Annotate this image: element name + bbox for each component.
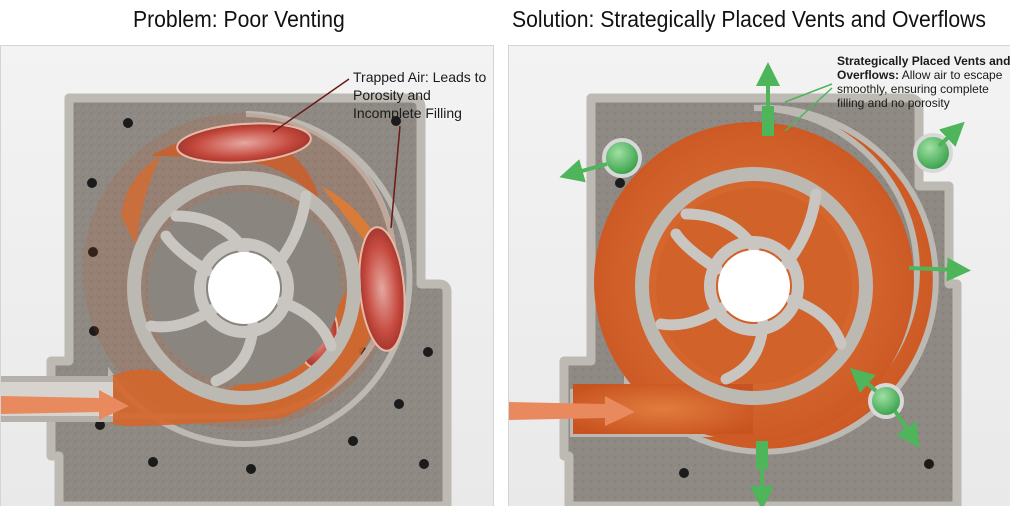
problem-mold-diagram <box>1 78 452 506</box>
inlet-flow-arrow <box>509 396 635 426</box>
trapped-air-callout: Trapped Air: Leads to Porosity and Incom… <box>353 69 487 121</box>
vents-callout-heading: Strategically Placed Vents and Overflows… <box>837 54 1010 82</box>
vent-arrows <box>559 62 971 506</box>
problem-title: Problem: Poor Venting <box>133 6 345 32</box>
solution-panel: Strategically Placed Vents and Overflows… <box>508 45 1010 506</box>
center-bore <box>208 252 280 324</box>
solution-mold-diagram <box>509 62 971 506</box>
problem-panel: Trapped Air: Leads to Porosity and Incom… <box>0 45 494 506</box>
air-pocket-top <box>176 122 312 164</box>
solution-title: Solution: Strategically Placed Vents and… <box>512 6 987 32</box>
center-bore <box>718 250 790 322</box>
vents-callout: Strategically Placed Vents and Overflows… <box>837 54 1010 110</box>
vents-callout-text: Allow air to escape smoothly, ensuring c… <box>837 68 1003 110</box>
inlet-flow-arrow <box>1 390 129 420</box>
vent-overflows <box>602 106 953 469</box>
